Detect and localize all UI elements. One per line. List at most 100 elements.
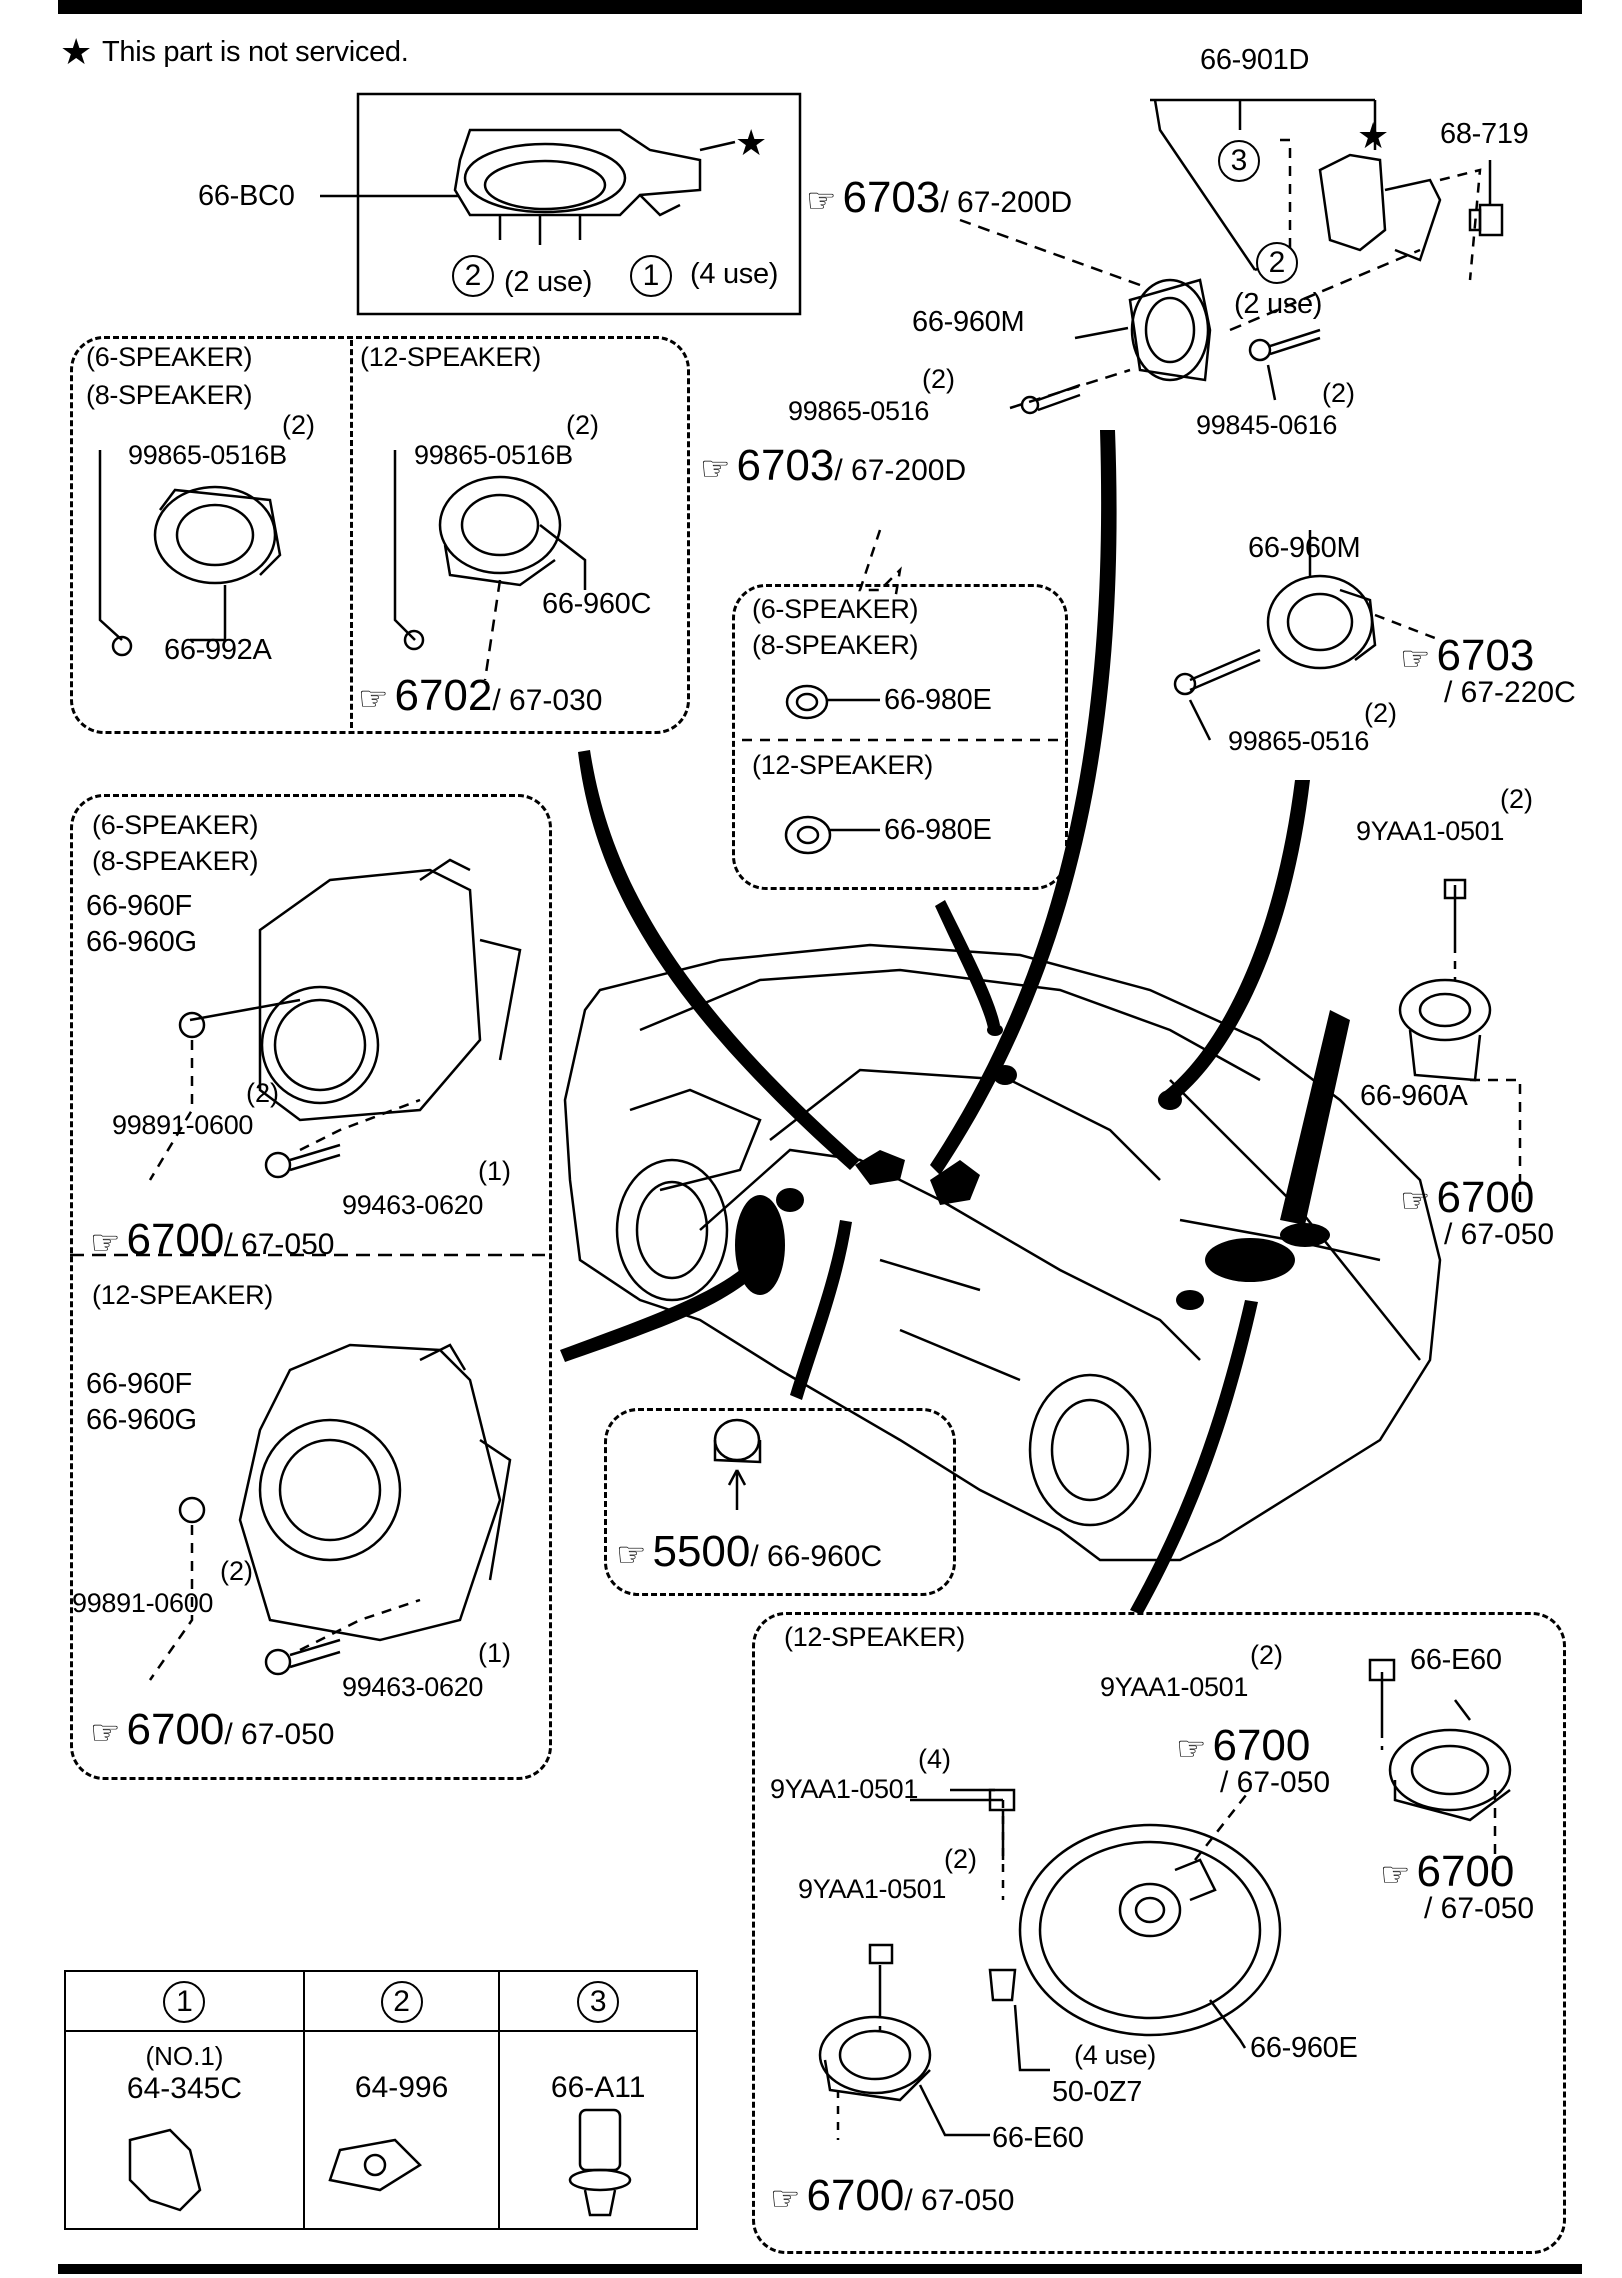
part-66-980e-b: 66-980E bbox=[884, 814, 992, 846]
ref-6703-right-sub: / 67-220C bbox=[1444, 676, 1576, 709]
group-8-speaker: (8-SPEAKER) bbox=[86, 380, 253, 410]
qty-0501-a: (2) bbox=[1250, 1640, 1283, 1670]
ref-6700-rear-b[interactable]: ☞6700 bbox=[1380, 1847, 1515, 1896]
part-66-960f-b: 66-960F bbox=[86, 1368, 192, 1400]
car-speaker-marks bbox=[735, 1010, 1350, 1310]
woofer-group-6: (6-SPEAKER) bbox=[92, 810, 259, 840]
bottom-border bbox=[58, 2264, 1582, 2274]
rear-group-12: (12-SPEAKER) bbox=[784, 1622, 965, 1652]
callout-2: 2 bbox=[452, 255, 494, 297]
door-group-box bbox=[604, 1408, 956, 1596]
bolt-99463-0620-b bbox=[264, 1638, 341, 1676]
star-icon: ★ bbox=[60, 31, 93, 72]
ref-5500[interactable]: ☞5500/ 66-960C bbox=[616, 1527, 883, 1576]
woofer-group-12: (12-SPEAKER) bbox=[92, 1280, 273, 1310]
ref-6700-rear-a-sub: / 67-050 bbox=[1220, 1766, 1331, 1799]
part-9yaa1-0501-a: 9YAA1-0501 bbox=[1100, 1672, 1249, 1702]
rear-group-box bbox=[752, 1612, 1566, 2254]
qty-0501-right: (2) bbox=[1500, 784, 1533, 814]
bolt-99463-0620-b: 99463-0620 bbox=[342, 1672, 484, 1702]
woofer-group-box bbox=[70, 794, 552, 1780]
legend-item-1: (NO.1) 64-345C bbox=[64, 2030, 305, 2230]
nut-99891-0600-b: 99891-0600 bbox=[72, 1588, 214, 1618]
qty-0516-right: (2) bbox=[1364, 698, 1397, 728]
pointing-hand-icon: ☞ bbox=[90, 1714, 121, 1752]
ref-6700-right[interactable]: ☞6700 bbox=[1400, 1173, 1535, 1222]
bolt-99463-0620: 99463-0620 bbox=[342, 1190, 484, 1220]
use-count-2: (2 use) bbox=[504, 266, 593, 298]
clip-50-0z7 bbox=[988, 1968, 1017, 2002]
woofer-6-8 bbox=[258, 858, 522, 1122]
qty-b: (2) bbox=[566, 410, 599, 440]
ref-6700-rear-c[interactable]: ☞6700/ 67-050 bbox=[770, 2171, 1015, 2220]
part-66-901d: 66-901D bbox=[1200, 44, 1310, 76]
center-group-8: (8-SPEAKER) bbox=[752, 630, 919, 660]
star-icon: ★ bbox=[735, 122, 768, 163]
top-border bbox=[58, 0, 1582, 14]
speaker-66-980e-b bbox=[784, 815, 832, 855]
pointing-hand-icon: ☞ bbox=[700, 450, 731, 488]
ref-6702[interactable]: ☞6702/ 67-030 bbox=[358, 671, 603, 720]
speaker-66-e60-b bbox=[818, 2015, 932, 2102]
part-66-960g-b: 66-960G bbox=[86, 1404, 197, 1436]
legend-part-2: 64-996 bbox=[354, 2071, 449, 2104]
part-99865-0516-right: 99865-0516 bbox=[1228, 726, 1370, 756]
part-66-960m: 66-960M bbox=[1248, 532, 1361, 564]
part-66-992a: 66-992A bbox=[164, 634, 272, 666]
ref-6700-rear-a[interactable]: ☞6700 bbox=[1176, 1721, 1311, 1770]
pointing-hand-icon: ☞ bbox=[1176, 1730, 1207, 1768]
qty-a: (2) bbox=[282, 410, 315, 440]
pointing-hand-icon: ☞ bbox=[358, 680, 389, 718]
callout-3: 3 bbox=[1218, 140, 1260, 182]
speaker-66-980e-a bbox=[785, 684, 829, 720]
pointing-hand-icon: ☞ bbox=[616, 1536, 647, 1574]
qty-bolt: (1) bbox=[478, 1156, 511, 1186]
use-count-4: (4 use) bbox=[690, 258, 779, 290]
screw-99865-0516b-b: 99865-0516B bbox=[414, 440, 573, 470]
part-99845-0616: 99845-0616 bbox=[1196, 410, 1338, 440]
part-66-960f: 66-960F bbox=[86, 890, 192, 922]
ref-6703-right[interactable]: ☞6703 bbox=[1400, 631, 1535, 680]
use-count-4b: (4 use) bbox=[1074, 2040, 1156, 2070]
center-group-6: (6-SPEAKER) bbox=[752, 594, 919, 624]
ref-6700-woofer-b[interactable]: ☞6700/ 67-050 bbox=[90, 1705, 335, 1754]
part-66-960m-top: 66-960M bbox=[912, 306, 1025, 338]
part-66-960a: 66-960A bbox=[1360, 1080, 1468, 1112]
qty-bolt-b: (1) bbox=[478, 1638, 511, 1668]
bolt-99463-0620-a bbox=[264, 1143, 341, 1179]
woofer-group-8: (8-SPEAKER) bbox=[92, 846, 259, 876]
center-group-12: (12-SPEAKER) bbox=[752, 750, 933, 780]
part-9yaa1-0501-right: 9YAA1-0501 bbox=[1356, 816, 1505, 846]
legend-header-2: 2 bbox=[302, 1970, 501, 2032]
part-68-719: 68-719 bbox=[1440, 118, 1529, 150]
ref-6703-center[interactable]: ☞6703/ 67-200D bbox=[700, 441, 967, 490]
screw-99865-0516b-b bbox=[403, 629, 425, 651]
part-9yaa1-0501-b: 9YAA1-0501 bbox=[770, 1774, 919, 1804]
part-66-bc0: 66-BC0 bbox=[198, 180, 295, 212]
nut-99891-0600: 99891-0600 bbox=[112, 1110, 254, 1140]
ref-6700-woofer-a[interactable]: ☞6700/ 67-050 bbox=[90, 1215, 335, 1264]
pointing-hand-icon: ☞ bbox=[806, 182, 837, 220]
part-66-960c: 66-960C bbox=[542, 588, 652, 620]
part-66-960g: 66-960G bbox=[86, 926, 197, 958]
part-9yaa1-0501-c: 9YAA1-0501 bbox=[798, 1874, 947, 1904]
pointing-hand-icon: ☞ bbox=[90, 1224, 121, 1262]
part-50-0z7: 50-0Z7 bbox=[1052, 2076, 1143, 2108]
legend-part-3: 66-A11 bbox=[550, 2071, 646, 2104]
legend-item-2: 64-996 bbox=[302, 2030, 501, 2230]
screw-99865-0516b-a bbox=[111, 635, 133, 657]
speaker-66-960e bbox=[1018, 1823, 1282, 2037]
speaker-66-960a bbox=[1398, 978, 1492, 1082]
qty-nut-b: (2) bbox=[220, 1556, 253, 1586]
tweeter-group-divider bbox=[350, 340, 353, 728]
not-serviced-note: This part is not serviced. bbox=[102, 36, 409, 68]
part-66-e60-b: 66-E60 bbox=[992, 2122, 1084, 2154]
qty-0501-c: (2) bbox=[944, 1844, 977, 1874]
legend-header-3: 3 bbox=[498, 1970, 698, 2032]
tweeter-group-box bbox=[70, 336, 690, 734]
ref-6700-rear-b-sub: / 67-050 bbox=[1424, 1892, 1535, 1925]
ref-6703-top[interactable]: ☞6703/ 67-200D bbox=[806, 173, 1073, 222]
star-icon: ★ bbox=[1357, 115, 1390, 156]
ref-6700-right-sub: / 67-050 bbox=[1444, 1218, 1555, 1251]
part-66-960e: 66-960E bbox=[1250, 2032, 1358, 2064]
